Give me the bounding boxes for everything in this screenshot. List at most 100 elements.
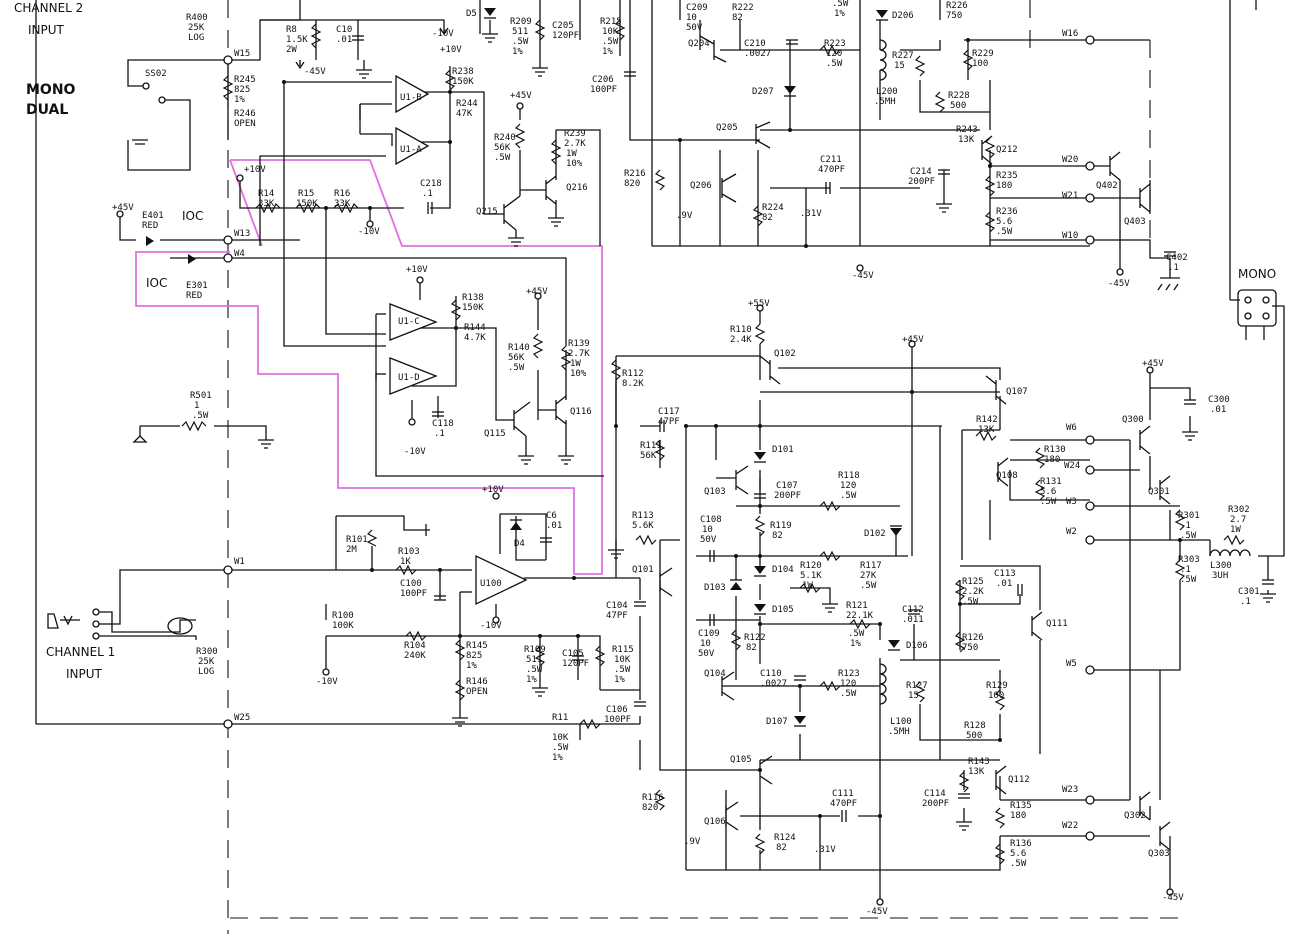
label-r143v: 13K (968, 767, 985, 777)
label-r222: R222 (732, 3, 754, 13)
label-r209w: .5W (512, 37, 529, 47)
label-r223v: 120 (826, 49, 842, 59)
label-q212: Q212 (996, 145, 1018, 155)
label-c104: C104 (606, 601, 628, 611)
label-r222v: 82 (732, 13, 743, 23)
label-r110v: 2.4K (730, 335, 752, 345)
label-q104: Q104 (704, 669, 726, 679)
label-r139p: 10% (570, 369, 587, 379)
label-r135v: 180 (1010, 811, 1026, 821)
label-w25: W25 (234, 713, 250, 723)
label-c106v: 100PF (604, 715, 631, 725)
label-r124: R124 (774, 833, 796, 843)
label-r240v: 56K (494, 143, 511, 153)
label-r109: R109 (524, 645, 546, 655)
label-d5: D5 (466, 9, 477, 19)
label-r115p: 1% (614, 675, 625, 685)
label-c6: C6 (546, 511, 557, 521)
label-c114: C114 (924, 789, 946, 799)
label-c110: C110 (760, 669, 782, 679)
label-r125w: .5W (962, 597, 979, 607)
supply-arrows (116, 27, 1174, 906)
label-r301v: .1 (1180, 521, 1191, 531)
label-r131v: 5.6 (1040, 487, 1056, 497)
label-p10a: +10V (440, 45, 462, 55)
label-u100: U100 (480, 579, 502, 589)
label-q402: Q402 (1096, 181, 1118, 191)
label-r15v: 150K (296, 199, 318, 209)
label-r139w: 1W (570, 359, 581, 369)
label-v9a: .9V (676, 211, 693, 221)
label-r239p: 10% (566, 159, 583, 169)
label-q301: Q301 (1148, 487, 1170, 497)
label-r235v: 180 (996, 181, 1012, 191)
label-m45a: -45V (304, 67, 326, 77)
label-c210v: .0027 (744, 49, 771, 59)
label-p45b: +45V (112, 203, 134, 213)
label-w13: W13 (234, 229, 250, 239)
label-p45d: +45V (902, 335, 924, 345)
label-m10a: -10V (432, 29, 454, 39)
label-r104: R104 (404, 641, 426, 651)
label-q403: Q403 (1124, 217, 1146, 227)
label-e301c: RED (186, 291, 202, 301)
inductors (879, 39, 1251, 705)
label-q116: Q116 (570, 407, 592, 417)
label-r138: R138 (462, 293, 484, 303)
label-p10d: +10V (482, 485, 504, 495)
transistors (503, 35, 1171, 851)
label-r11w: .5W (552, 743, 569, 753)
label-r209p: 1% (512, 47, 523, 57)
label-r239v: 2.7K (564, 139, 586, 149)
label-p45c: +45V (526, 287, 548, 297)
label-r143: R143 (968, 757, 990, 767)
label-r8: R8 (286, 25, 297, 35)
label-r103: R103 (398, 547, 420, 557)
label-r126: R126 (962, 633, 984, 643)
ground-bus-lines (227, 0, 1190, 934)
label-w22: W22 (1062, 821, 1078, 831)
label-v9b: .9V (684, 837, 701, 847)
led-e301 (188, 254, 196, 264)
label-r121p: 1% (850, 639, 861, 649)
label-c10v: .01 (336, 35, 352, 45)
label-r209: R209 (510, 17, 532, 27)
label-r117: R117 (860, 561, 882, 571)
label-c214v: 200PF (908, 177, 935, 187)
label-r111: R111 (640, 441, 662, 451)
label-r229v: 100 (972, 59, 988, 69)
label-r501v: 1 (194, 401, 199, 411)
label-p45e: +45V (1142, 359, 1164, 369)
capacitors (352, 35, 1274, 822)
label-r240w: .5W (494, 153, 511, 163)
label-r501w: .5W (192, 411, 209, 421)
label-r228: R228 (948, 91, 970, 101)
op-amp-u100 (475, 554, 528, 606)
label-r302v: 2.7 (1230, 515, 1246, 525)
op-amp-u1a (395, 126, 430, 166)
label-d206: D206 (892, 11, 914, 21)
label-r109p: 1% (526, 675, 537, 685)
label-r243v: 13K (958, 135, 975, 145)
label-w2: W2 (1066, 527, 1077, 537)
label-r226: R226 (946, 1, 968, 11)
wiring (35, 0, 1285, 900)
label-r125: R125 (962, 577, 984, 587)
label-r245p: 1% (234, 95, 245, 105)
label-c209: C209 (686, 3, 708, 13)
label-c205v: 120PF (552, 31, 579, 41)
label-r126v: 750 (962, 643, 978, 653)
label-r16: R16 (334, 189, 350, 199)
label-ioc-top: IOC (182, 209, 203, 223)
label-r238: R238 (452, 67, 474, 77)
label-r301w: .5W (1180, 531, 1197, 541)
label-r140: R140 (508, 343, 530, 353)
label-r120w: 1W (802, 581, 813, 591)
label-r109v: 511 (526, 655, 542, 665)
channel-1-jack (47, 613, 193, 635)
label-c100v: 100PF (400, 589, 427, 599)
label-e401c: RED (142, 221, 158, 231)
label-q204: Q204 (688, 39, 710, 49)
label-r117w: .5W (860, 581, 877, 591)
label-r300l: LOG (198, 667, 214, 677)
